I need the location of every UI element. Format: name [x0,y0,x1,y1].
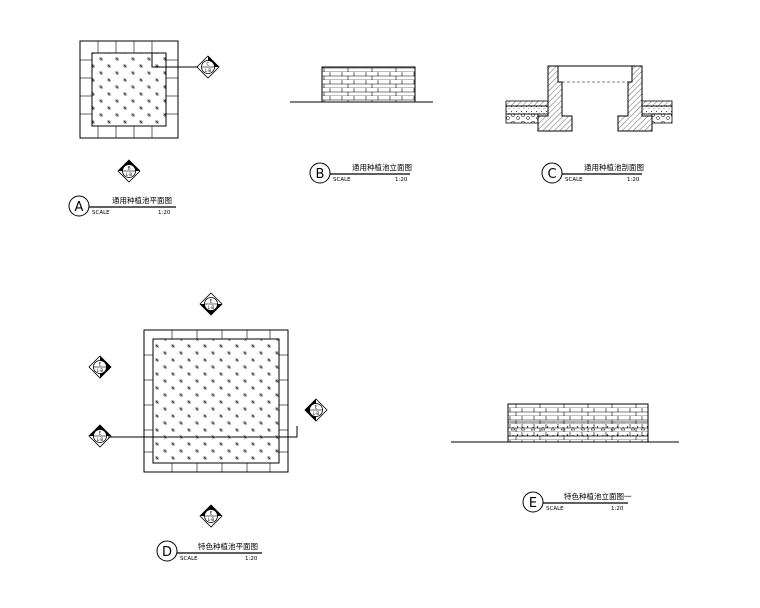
planter-elevation-e [451,403,679,443]
section-marker-d-left-upper: E L-B [88,355,112,379]
title-block-b: B 通用种植池立面图 SCALE 1:20 [309,162,412,184]
planter-plan-a [79,40,198,139]
marker-top-label: E [210,511,213,517]
marker-bottom-label: L-B [208,517,214,522]
drawing-letter: C [547,167,556,182]
section-marker-d-right: E L-B [304,398,328,422]
scale-value: 1:20 [611,506,624,512]
scale-label: SCALE [565,177,583,183]
drawing-letter: E [529,496,537,511]
scale-value: 1:20 [158,210,171,216]
planter-plan-d [108,329,298,473]
marker-top-label: E [99,362,102,368]
drawing-title: 特色种植池立面图一 [564,491,632,501]
marker-bottom-label: L-B [126,172,132,177]
title-block-d: D 特色种植池平面图 SCALE 1:20 [156,540,262,562]
scale-label: SCALE [180,556,198,562]
drawing-title: 通用种植池平面图 [112,195,172,205]
drawing-letter: A [75,200,84,215]
scale-label: SCALE [92,210,110,216]
scale-label: SCALE [333,177,351,183]
section-marker-d-left-lower: E L-B [88,424,112,448]
marker-bottom-label: L-B [205,68,211,73]
title-block-e: E 特色种植池立面图一 SCALE 1:20 [522,491,632,513]
title-block-a: A 通用种植池平面图 SCALE 1:20 [68,195,176,217]
marker-top-label: E [99,431,102,437]
marker-bottom-label: L-B [313,411,319,416]
marker-bottom-label: L-B [208,305,214,310]
section-marker-a-bottom: B L-B [117,159,141,183]
marker-bottom-label: L-B [97,368,103,373]
marker-top-label: C [206,62,209,68]
drawing-title: 特色种植池平面图 [198,541,258,551]
drawing-title: 通用种植池剖面图 [584,162,644,172]
title-block-c: C 通用种植池剖面图 SCALE 1:20 [541,162,644,184]
planter-elevation-b [290,66,433,103]
drawing-title: 通用种植池立面图 [352,162,412,172]
marker-top-label: B [127,166,130,172]
scale-value: 1:20 [627,177,640,183]
drawing-letter: D [162,545,172,560]
section-marker-d-bottom: E L-B [199,504,223,528]
marker-top-label: E [210,299,213,305]
scale-value: 1:20 [245,556,258,562]
marker-bottom-label: L-B [97,437,103,442]
section-marker-d-top: E L-B [199,292,223,316]
scale-label: SCALE [546,506,564,512]
drawing-letter: B [316,167,325,182]
scale-value: 1:20 [395,177,408,183]
planter-section-c [505,65,673,132]
marker-top-label: E [315,405,318,411]
section-marker-a-right: C L-B [196,55,220,79]
